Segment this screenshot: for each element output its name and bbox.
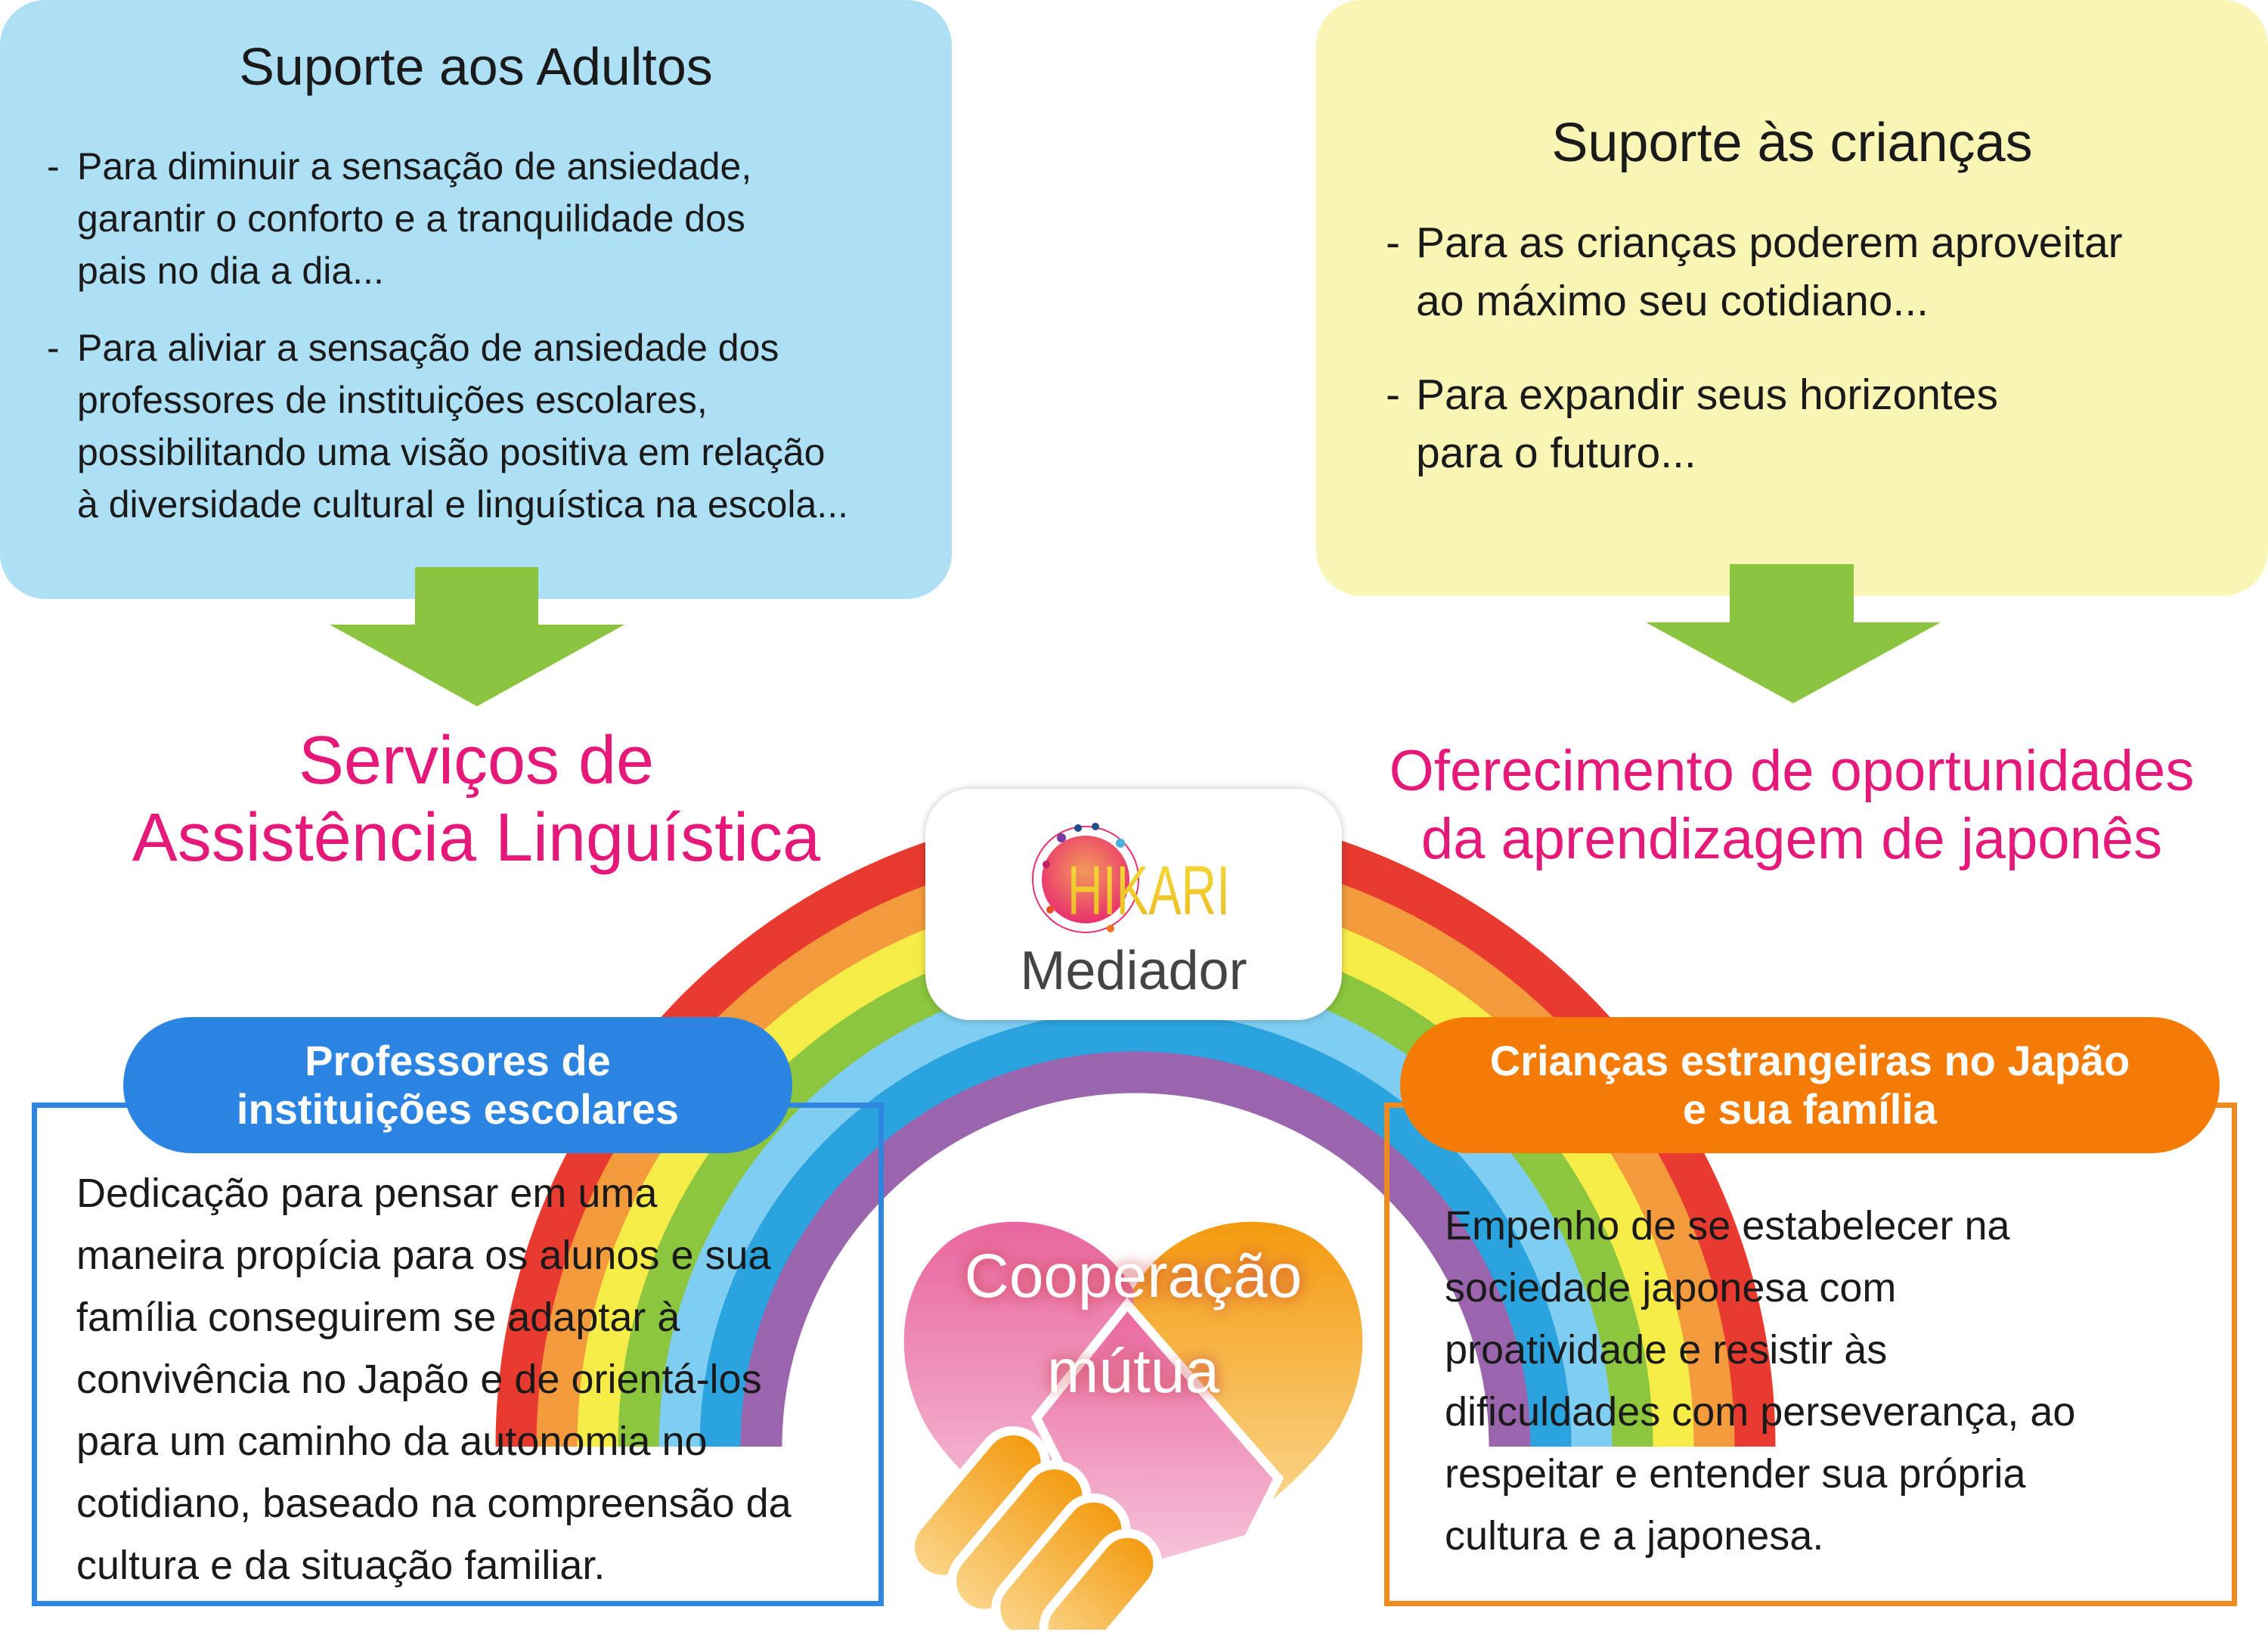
text-line: dificuldades com perseverança, ao (1445, 1389, 2076, 1435)
bullet-line: ao máximo seu cotidiano... (1416, 277, 1929, 325)
adult-support-box: Suporte aos Adultos - Para diminuir a se… (0, 0, 952, 599)
title-line: da aprendizagem de japonês (1421, 807, 2163, 871)
bullet-dash: - (47, 145, 60, 188)
families-header: Crianças estrangeiras no Japão e sua fam… (1400, 1017, 2220, 1153)
arrow-down-icon (330, 567, 624, 706)
adult-bullet: - Para aliviar a sensação de ansiedade d… (47, 322, 939, 531)
bullet-line: pais no dia a dia... (77, 250, 384, 292)
label-line: mútua (1047, 1337, 1219, 1406)
teachers-description: Dedicação para pensar em uma maneira pro… (76, 1162, 878, 1596)
hikari-logo-text: HIKARI (1067, 852, 1230, 929)
japanese-learning-title: Oferecimento de oportunidades da aprendi… (1346, 737, 2238, 873)
children-support-title: Suporte às crianças (1551, 113, 2033, 173)
header-line: Professores de (305, 1037, 611, 1084)
text-line: sociedade japonesa com (1445, 1265, 1897, 1311)
header-line: Crianças estrangeiras no Japão (1489, 1037, 2130, 1084)
bullet-dash: - (47, 327, 60, 369)
adult-support-title: Suporte aos Adultos (239, 37, 713, 96)
mediator-card: HIKARI Mediador (925, 789, 1342, 1020)
children-bullet: - Para as crianças poderem aproveitar ao … (1386, 214, 2255, 330)
mutual-cooperation-label: Cooperação mútua (885, 1229, 1381, 1419)
bullet-dash: - (1386, 371, 1400, 419)
bullet-line: Para expandir seus horizontes (1416, 371, 1998, 419)
text-line: respeitar e entender sua própria (1445, 1451, 2026, 1497)
header-line: e sua família (1682, 1085, 1938, 1133)
bullet-line: garantir o conforto e a tranquilidade do… (77, 197, 745, 240)
bullet-line: Para as crianças poderem aproveitar (1416, 219, 2123, 267)
label-line: Cooperação (964, 1242, 1303, 1311)
arrow-down-icon (1646, 564, 1941, 703)
text-line: família conseguirem se adaptar à (76, 1295, 680, 1340)
bullet-line: professores de instituições escolares, (77, 379, 708, 421)
bullet-line: para o futuro... (1416, 429, 1696, 477)
text-line: para um caminho da autonomia no (76, 1419, 708, 1464)
title-line: Oferecimento de oportunidades (1389, 739, 2195, 803)
children-bullet: - Para expandir seus horizontes para o fu… (1386, 366, 2255, 482)
text-line: cultura e a japonesa. (1445, 1513, 1824, 1559)
rainbow-band (699, 1010, 1572, 1447)
bullet-line: à diversidade cultural e linguística na … (77, 483, 849, 526)
mediator-label: Mediador (1020, 941, 1247, 1001)
title-line: Serviços de (298, 723, 655, 799)
hikari-logo: HIKARI (1032, 823, 1230, 933)
arrows (330, 564, 1941, 706)
language-services-title: Serviços de Assistência Linguística (60, 722, 892, 876)
adult-bullet: - Para diminuir a sensação de ansiedade,… (47, 141, 939, 297)
text-line: cultura e da situação familiar. (76, 1543, 606, 1588)
bullet-line: Para aliviar a sensação de ansiedade dos (77, 327, 779, 369)
rainbow-band (740, 1051, 1531, 1447)
children-support-box: Suporte às crianças - Para as crianças p… (1316, 0, 2268, 596)
handshake-heart-icon (903, 1221, 1363, 1630)
families-description: Empenho de se estabelecer na sociedade j… (1445, 1195, 2231, 1567)
text-line: Empenho de se estabelecer na (1445, 1203, 2010, 1249)
text-line: Dedicação para pensar em uma (76, 1171, 658, 1216)
bullet-line: Para diminuir a sensação de ansiedade, (77, 145, 752, 188)
text-line: maneira propícia para os alunos e sua (76, 1233, 771, 1278)
bullet-line: possibilitando uma visão positiva em rel… (77, 431, 826, 473)
teachers-header: Professores de instituições escolares (123, 1017, 792, 1153)
bullet-dash: - (1386, 219, 1400, 267)
text-line: convivência no Japão e de orientá-los (76, 1357, 762, 1402)
header-line: instituições escolares (236, 1085, 680, 1133)
text-line: cotidiano, baseado na compreensão da (76, 1481, 792, 1526)
title-line: Assistência Linguística (132, 800, 821, 876)
text-line: proatividade e resistir às (1445, 1327, 1888, 1373)
